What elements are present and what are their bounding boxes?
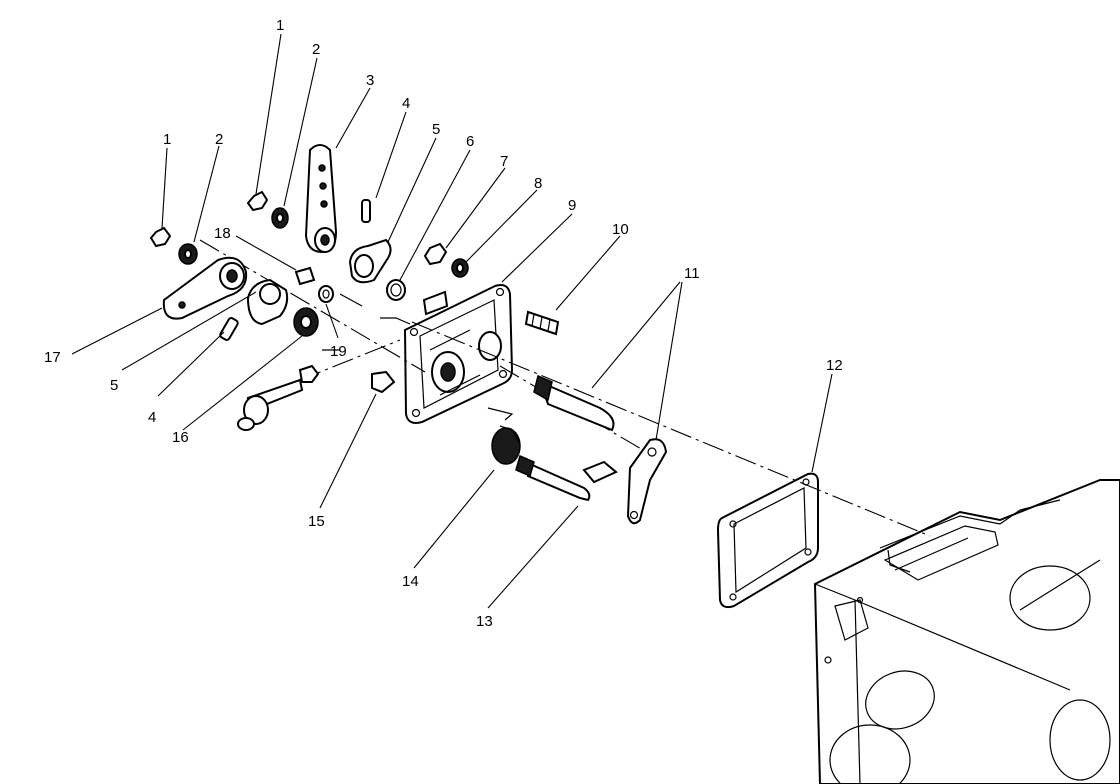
bolt-18 (294, 266, 316, 286)
callout-8: 8 (534, 175, 542, 192)
engine-block (813, 479, 1120, 784)
ring-6 (386, 279, 406, 301)
bracket-11 (626, 438, 668, 525)
upper-arm-assembly (246, 144, 406, 301)
callout-6: 6 (466, 133, 474, 150)
callout-19: 19 (330, 343, 347, 360)
callout-15: 15 (308, 513, 325, 530)
nut-lower (149, 226, 172, 248)
shaft-11 (538, 380, 615, 432)
shaft-assembly (237, 242, 668, 525)
callout-1-lower: 1 (163, 131, 171, 148)
callout-labels: 1 2 3 4 5 6 7 8 9 10 11 12 1 2 18 17 5 1… (44, 17, 843, 630)
cover-plate (403, 284, 514, 424)
screw-10 (524, 310, 560, 336)
callout-5: 5 (432, 121, 440, 138)
callout-leader-lines (71, 33, 833, 609)
callout-13: 13 (476, 613, 493, 630)
callout-17: 17 (44, 349, 61, 366)
callout-11: 11 (684, 265, 700, 282)
washer-19 (318, 285, 334, 303)
lower-arm-assembly (149, 226, 334, 341)
pin-4 (361, 199, 371, 223)
callout-4-lower: 4 (148, 409, 156, 426)
callout-18: 18 (214, 225, 231, 242)
callout-12: 12 (826, 357, 843, 374)
callout-1: 1 (276, 17, 284, 34)
callout-4: 4 (402, 95, 410, 112)
pin-4-lower (219, 317, 239, 341)
callout-3: 3 (366, 72, 374, 89)
gasket (716, 472, 819, 609)
nut-7 (423, 242, 448, 266)
callout-10: 10 (612, 221, 629, 238)
crank-13 (526, 462, 591, 502)
spring-14 (491, 427, 521, 465)
bolt-15 (371, 370, 396, 394)
callout-7: 7 (500, 153, 508, 170)
callout-2-lower: 2 (215, 131, 223, 148)
callout-14: 14 (402, 573, 419, 590)
callout-9: 9 (568, 197, 576, 214)
callout-5-lower: 5 (110, 377, 118, 394)
nut-upper (246, 190, 269, 212)
callout-16: 16 (172, 429, 189, 446)
callout-2: 2 (312, 41, 320, 58)
nut-stop (298, 364, 320, 383)
